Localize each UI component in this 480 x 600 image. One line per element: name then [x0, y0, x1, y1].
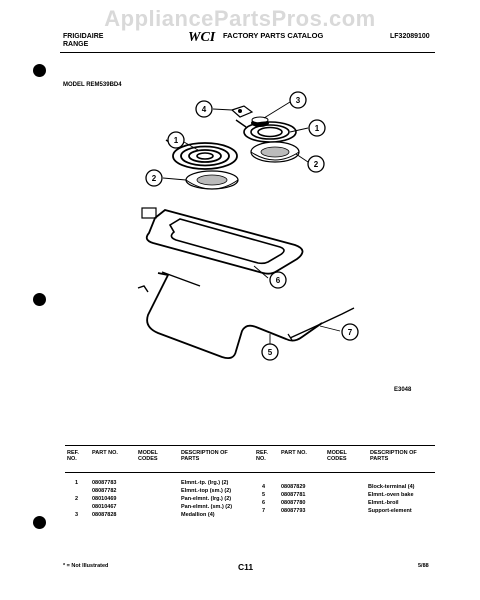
footer-note: * = Not Illustrated [63, 563, 109, 569]
table-cell-part: 08087780 [281, 500, 306, 506]
table-cell-desc: Elmnt.-oven bake [368, 492, 414, 498]
table-cell-desc: Elmnt.-broil [368, 500, 399, 506]
table-cell-desc: Pan-elmnt. (sm.) (2) [181, 504, 233, 510]
table-cell-desc: Elmnt.-top (sm.) (2) [181, 488, 232, 494]
catalog-title: FACTORY PARTS CATALOG [223, 31, 324, 40]
callout-2-left: 2 [145, 169, 163, 187]
col-model-codes: MODEL CODES [138, 450, 158, 462]
svg-text:2: 2 [314, 160, 319, 169]
table-cell-desc: Block-terminal (4) [368, 484, 415, 490]
callout-3: 3 [289, 91, 307, 109]
binder-hole-top [33, 64, 46, 77]
callout-7: 7 [341, 323, 359, 341]
header-rule [60, 52, 435, 53]
svg-text:6: 6 [276, 276, 281, 285]
col-part-no-right: PART NO. [281, 450, 307, 456]
col-model-codes-right: MODEL CODES [327, 450, 347, 462]
col-ref-no: REF. NO. [67, 450, 79, 462]
table-row: 3 [75, 512, 79, 518]
callout-6: 6 [269, 271, 287, 289]
svg-text:1: 1 [315, 124, 320, 133]
exploded-diagram: 4 3 1 1 2 2 6 7 5 [100, 90, 400, 390]
table-row: 6 [262, 500, 266, 506]
binder-hole-middle [33, 293, 46, 306]
table-row: 4 [262, 484, 266, 490]
table-cell-part: 08087783 [92, 480, 117, 486]
svg-text:WCI: WCI [188, 30, 216, 43]
table-cell-part: 08010467 [92, 504, 117, 510]
svg-text:1: 1 [174, 136, 179, 145]
model-label: MODEL REM539BD4 [63, 82, 122, 88]
col-part-no: PART NO. [92, 450, 118, 456]
diagram-code: E3048 [394, 387, 412, 393]
col-description-right: DESCRIPTION OF PARTS [370, 450, 417, 462]
table-row: 1 [75, 480, 79, 486]
wci-logo: WCI [187, 29, 221, 45]
table-cell-desc: Support-element [368, 508, 412, 514]
table-top-rule [65, 445, 435, 446]
bake-element [137, 271, 323, 360]
drip-pan-small [250, 141, 300, 163]
brand-line-1: FRIGIDAIRE [63, 33, 104, 40]
page-number: C11 [238, 562, 254, 572]
catalog-number: LF32089100 [390, 33, 430, 40]
broil-element [141, 207, 304, 275]
callout-1-right: 1 [308, 119, 326, 137]
svg-text:4: 4 [202, 105, 207, 114]
table-cell-part: 08087782 [92, 488, 117, 494]
table-cell-desc: Medallion (4) [181, 512, 215, 518]
table-row: 5 [262, 492, 266, 498]
table-cell-part: 08087793 [281, 508, 306, 514]
table-cell-part: 08087828 [92, 512, 117, 518]
binder-hole-bottom [33, 516, 46, 529]
brand-line-2: RANGE [63, 41, 89, 48]
table-cell-part: 08087829 [281, 484, 306, 490]
col-description: DESCRIPTION OF PARTS [181, 450, 228, 462]
svg-text:2: 2 [152, 174, 157, 183]
drip-pan-large [185, 170, 239, 190]
table-header-rule [65, 472, 435, 473]
table-cell-part: 08010469 [92, 496, 117, 502]
table-cell-desc: Pan-elmnt. (lrg.) (2) [181, 496, 232, 502]
watermark: AppliancePartsPros.com [104, 6, 376, 31]
support-element [287, 307, 355, 341]
callout-1-left: 1 [167, 131, 185, 149]
table-row: 7 [262, 508, 266, 514]
table-row: 2 [75, 496, 79, 502]
callout-4: 4 [195, 100, 213, 118]
footer-date: 5/88 [418, 563, 429, 569]
table-cell-desc: Elmnt.-tp. (lrg.) (2) [181, 480, 229, 486]
terminal-block-part [230, 105, 254, 118]
svg-text:5: 5 [268, 348, 273, 357]
col-ref-no-right: REF. NO. [256, 450, 268, 462]
callout-5: 5 [261, 343, 279, 361]
svg-text:3: 3 [296, 96, 301, 105]
callout-2-right: 2 [307, 155, 325, 173]
table-cell-part: 08087781 [281, 492, 306, 498]
svg-text:7: 7 [348, 328, 353, 337]
